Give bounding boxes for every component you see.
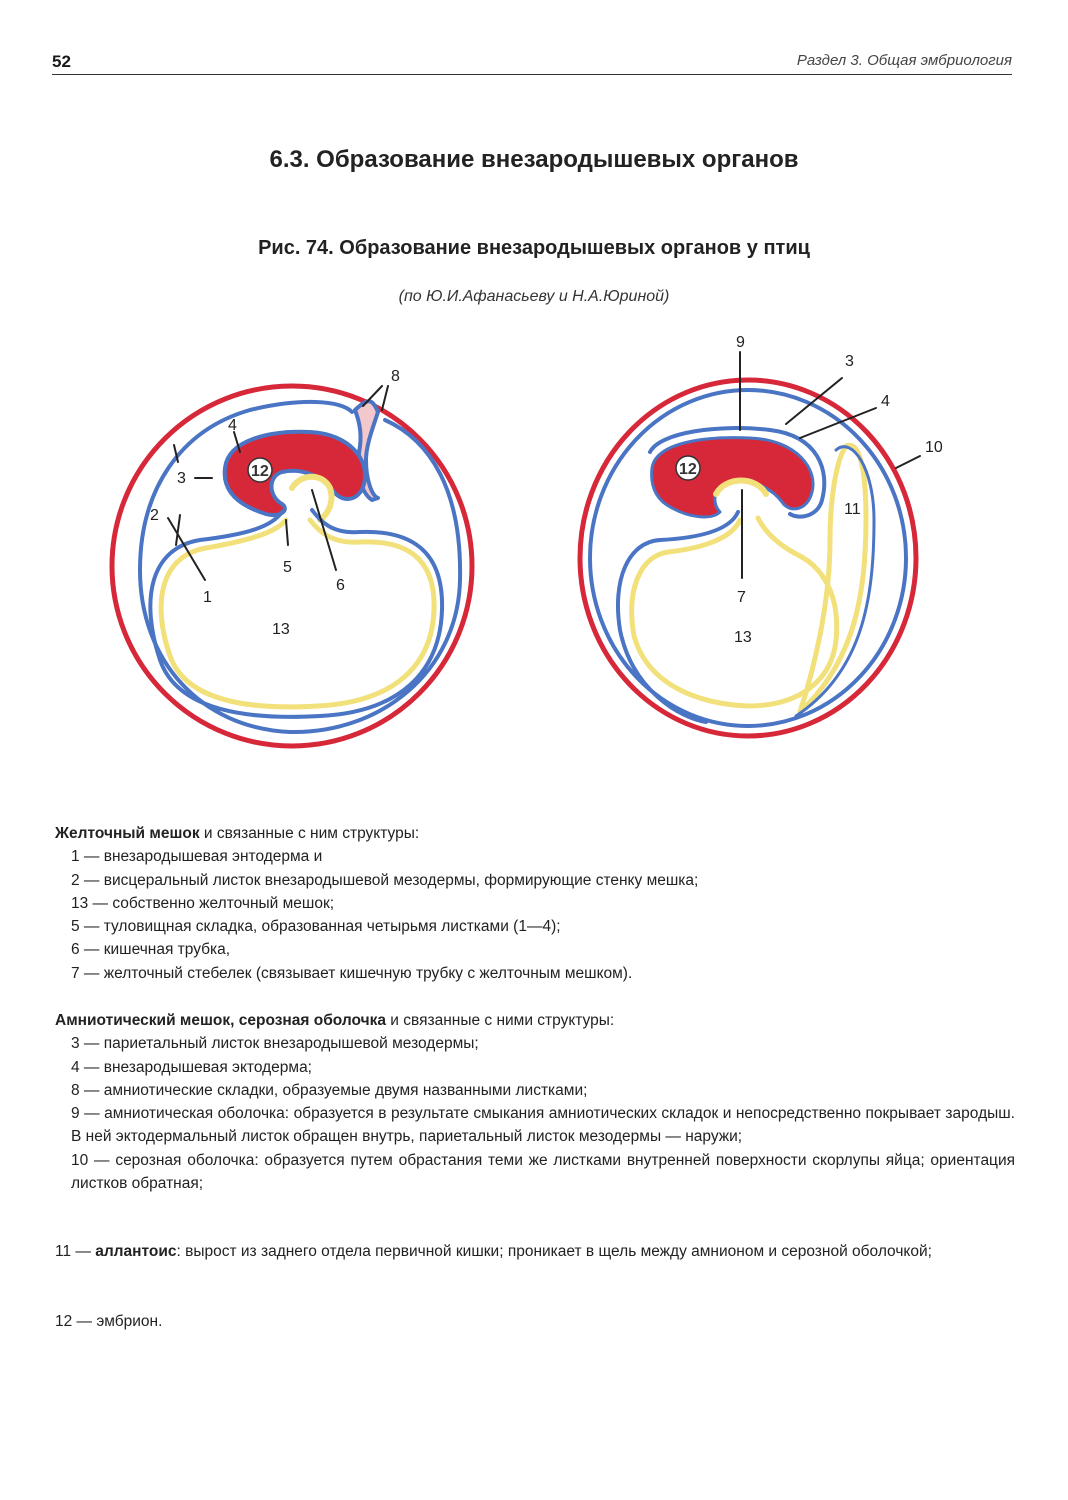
left-label-6: 6 [336,577,345,594]
right-gut-yellow [713,477,769,497]
left-yolk-yellow [158,517,437,710]
list-item: 6 — кишечная трубка, [71,941,231,959]
running-head: Раздел 3. Общая эмбриология [796,52,1012,69]
allantois-description: : вырост из заднего отдела первичной киш… [176,1243,932,1260]
page-header: 52 Раздел 3. Общая эмбриология [52,52,1012,75]
left-label-1: 1 [203,589,212,606]
left-label-2: 2 [150,507,159,524]
allantois-paragraph: 11 — аллантоис: вырост из заднего отдела… [55,1240,1015,1263]
right-yolk-blue [615,510,740,724]
left-diagram: 1 2 3 4 5 6 8 12 13 [109,368,475,749]
right-label-10: 10 [925,439,943,456]
right-diagram: 9 3 4 10 11 7 12 13 [577,334,943,739]
list-item: 13 — собственно желточный мешок; [71,894,335,912]
list-item: 10 — серозная оболочка: образуется путем… [71,1151,1015,1193]
allantois-term: аллантоис [95,1243,177,1260]
list-item: 1 — внезародышевая энтодерма и [71,848,323,866]
left-leader-6 [311,489,337,571]
figure-credit: (по Ю.И.Афанасьеву и Н.А.Юриной) [398,288,670,305]
left-label-3: 3 [177,470,186,487]
left-yolk-blue [148,508,445,719]
right-label-3: 3 [845,353,854,370]
left-leader-2 [175,514,181,546]
right-outer-red-membrane [577,377,919,739]
list-item: 4 — внезародышевая эктодерма; [71,1058,312,1076]
right-leader-lines [739,351,921,579]
right-embryo-body [650,436,815,519]
right-label-12: 12 [679,461,697,478]
left-leader-lines [167,385,389,581]
left-label-8: 8 [391,368,400,385]
right-label-13: 13 [734,629,752,646]
left-serosa-blue [138,399,463,735]
list-item: 3 — париетальный листок внезародышевой м… [71,1035,479,1053]
right-leader-3 [785,377,843,425]
left-outer-red-membrane [109,383,475,749]
left-circle-12 [247,457,273,483]
embryology-figure: 1 2 3 4 5 6 8 12 13 [109,334,943,749]
right-label-7: 7 [737,589,746,606]
right-label-11: 11 [844,501,861,518]
list-item: 8 — амниотические складки, образуемые дв… [71,1081,588,1099]
embryo-line: 12 — эмбрион. [55,1313,163,1330]
left-embryo-body [222,429,368,517]
list-item: 9 — амниотическая оболочка: образуется в… [71,1105,1015,1146]
left-leader-5 [285,519,289,546]
yolk-sac-heading: Желточный мешок и связанные с ним структ… [55,822,1015,845]
left-leader-8a [362,385,383,407]
allantois-number: 11 — [55,1243,96,1260]
left-label-12: 12 [251,463,269,480]
amnion-heading: Амниотический мешок, серозная оболочка и… [55,1009,1015,1032]
left-label-5: 5 [283,559,292,576]
page-number: 52 [52,52,71,71]
yolk-sac-section: Желточный мешок и связанные с ним структ… [55,822,1015,985]
yolk-sac-heading-rest: и связанные с ним структуры: [199,825,420,842]
amnion-heading-rest: и связанные с ними структуры: [386,1012,615,1029]
right-serosa-blue [588,388,908,728]
left-leader-8b [381,385,389,411]
left-leader-1 [167,517,206,581]
list-item: 2 — висцеральный листок внезародышевой м… [71,871,699,889]
right-amnion-blue [648,426,827,519]
left-leader-4 [233,431,241,453]
right-yolk-yellow [629,515,840,709]
left-gut-yellow [289,473,335,523]
right-leader-10 [895,455,921,469]
right-label-9: 9 [736,334,745,351]
list-item: 7 — желточный стебелек (связывает кишечн… [71,964,633,982]
section-title: 6.3. Образование внезародышевых органов [269,146,799,173]
left-label-4: 4 [228,417,237,434]
list-item: 5 — туловищная складка, образованная чет… [71,918,561,936]
amnion-heading-bold: Амниотический мешок, серозная оболочка [55,1012,386,1029]
left-leader-3b [173,444,179,463]
right-allantois-blue [794,445,876,718]
right-leader-4 [799,407,877,439]
amnion-section: Амниотический мешок, серозная оболочка и… [55,1009,1015,1195]
left-label-13: 13 [272,621,290,638]
yolk-sac-heading-bold: Желточный мешок [55,825,200,842]
right-label-4: 4 [881,393,890,410]
right-circle-12 [675,455,701,481]
figure-title: Рис. 74. Образование внезародышевых орга… [258,237,810,259]
